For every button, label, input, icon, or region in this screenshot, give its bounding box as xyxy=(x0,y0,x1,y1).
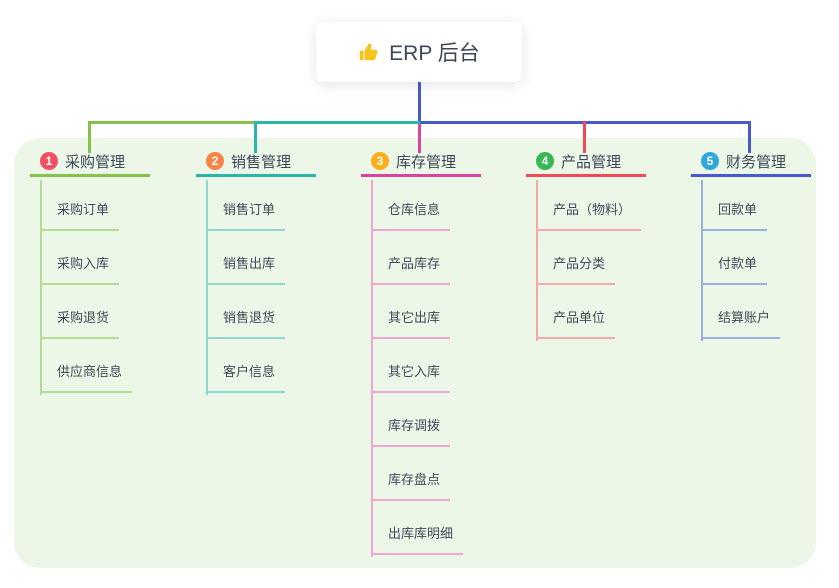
connector-drop-branch3 xyxy=(418,124,421,153)
leaf-purchase-order[interactable]: 采购订单 xyxy=(40,200,120,231)
leaf-settlement-account[interactable]: 结算账户 xyxy=(701,308,781,339)
leaf-product-unit[interactable]: 产品单位 xyxy=(536,308,616,339)
branch-inventory-header[interactable]: 3 库存管理 xyxy=(361,148,481,177)
connector-root-drop xyxy=(418,82,421,122)
branch2-vertical-line xyxy=(206,180,208,395)
root-node-erp[interactable]: ERP 后台 xyxy=(316,22,522,82)
leaf-customer-info[interactable]: 客户信息 xyxy=(206,362,286,393)
branch-purchase-title: 采购管理 xyxy=(65,153,126,171)
branches-panel xyxy=(14,138,816,568)
leaf-other-inbound[interactable]: 其它入库 xyxy=(371,362,451,393)
branch-sales-header[interactable]: 2 销售管理 xyxy=(196,148,316,177)
branch-inventory-title: 库存管理 xyxy=(396,153,457,171)
connector-drop-branch1 xyxy=(88,121,91,153)
leaf-supplier-info[interactable]: 供应商信息 xyxy=(40,362,133,393)
thumbs-up-icon xyxy=(360,43,378,61)
leaf-stock-count[interactable]: 库存盘点 xyxy=(371,470,451,501)
leaf-outbound-detail[interactable]: 出库库明细 xyxy=(371,524,464,555)
leaf-stock-transfer[interactable]: 库存调拨 xyxy=(371,416,451,447)
leaf-product-stock[interactable]: 产品库存 xyxy=(371,254,451,285)
branch3-number-badge: 3 xyxy=(371,152,389,170)
branch-product-header[interactable]: 4 产品管理 xyxy=(526,148,646,177)
connector-drop-branch2 xyxy=(254,121,257,153)
connector-bus-teal xyxy=(255,121,420,124)
branch4-number-badge: 4 xyxy=(536,152,554,170)
leaf-payment-bill[interactable]: 付款单 xyxy=(701,254,768,285)
branch3-vertical-line xyxy=(371,180,373,557)
branch5-vertical-line xyxy=(701,180,703,341)
branch-product-title: 产品管理 xyxy=(561,153,622,171)
root-node-label: ERP 后台 xyxy=(389,42,480,65)
branch-finance-title: 财务管理 xyxy=(726,153,787,171)
connector-bus-green xyxy=(88,121,255,124)
connector-drop-branch4 xyxy=(583,121,586,153)
leaf-sales-order[interactable]: 销售订单 xyxy=(206,200,286,231)
leaf-receipt-bill[interactable]: 回款单 xyxy=(701,200,768,231)
leaf-purchase-inbound[interactable]: 采购入库 xyxy=(40,254,120,285)
branch4-vertical-line xyxy=(536,180,538,341)
branch-purchase-header[interactable]: 1 采购管理 xyxy=(30,148,150,177)
branch2-number-badge: 2 xyxy=(206,152,224,170)
leaf-sales-outbound[interactable]: 销售出库 xyxy=(206,254,286,285)
leaf-purchase-return[interactable]: 采购退货 xyxy=(40,308,120,339)
connector-drop-branch5 xyxy=(748,121,751,153)
leaf-sales-return[interactable]: 销售退货 xyxy=(206,308,286,339)
leaf-warehouse-info[interactable]: 仓库信息 xyxy=(371,200,451,231)
leaf-product-category[interactable]: 产品分类 xyxy=(536,254,616,285)
branch-sales-title: 销售管理 xyxy=(231,153,292,171)
leaf-other-outbound[interactable]: 其它出库 xyxy=(371,308,451,339)
branch5-number-badge: 5 xyxy=(701,152,719,170)
leaf-product-material[interactable]: 产品（物料） xyxy=(536,200,642,231)
branch-finance-header[interactable]: 5 财务管理 xyxy=(691,148,811,177)
branch1-vertical-line xyxy=(40,180,42,395)
branch1-number-badge: 1 xyxy=(40,152,58,170)
